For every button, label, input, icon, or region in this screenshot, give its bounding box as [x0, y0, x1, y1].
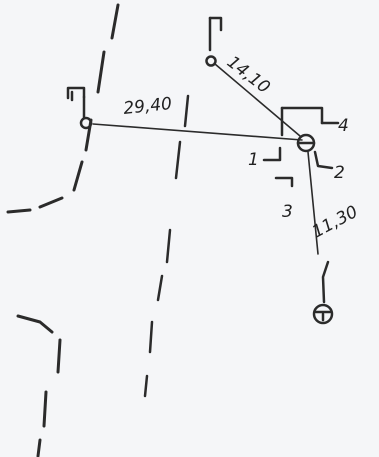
central-junction-icon: [262, 106, 340, 188]
left-distance-label: 29,40: [122, 94, 172, 119]
branch-label-1: 1: [248, 150, 259, 170]
bottom-reference-point-icon: [312, 260, 334, 325]
road-centre-line: [143, 94, 190, 398]
top-distance-label: 14,10: [223, 52, 274, 98]
road-edge-lines: [6, 3, 120, 457]
branch-label-2: 2: [334, 163, 345, 183]
branch-label-3: 3: [282, 202, 293, 222]
bottom-distance-label: 11,30: [309, 202, 361, 243]
left-reference-point-icon: [66, 86, 93, 130]
top-reference-point-icon: [205, 16, 223, 67]
measurement-lines: [92, 63, 319, 255]
branch-label-4: 4: [338, 116, 349, 136]
